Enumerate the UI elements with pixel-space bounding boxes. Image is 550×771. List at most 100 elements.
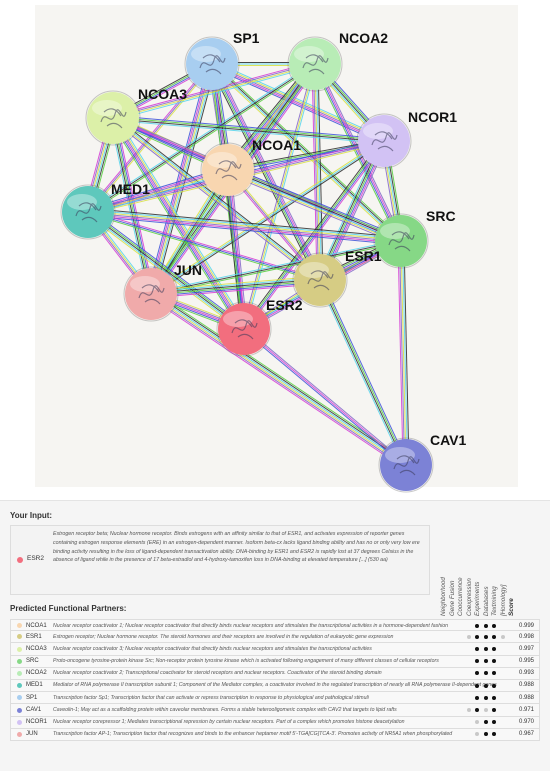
partner-row[interactable]: NCOR1 Nuclear receptor corepressor 1; Me… — [10, 716, 540, 729]
partner-color-dot — [17, 707, 22, 713]
partner-row[interactable]: NCOA2 Nuclear receptor coactivator 2; Tr… — [10, 667, 540, 680]
protein-structure-icon — [199, 54, 226, 75]
evidence-dot — [492, 707, 496, 712]
evidence-dot — [483, 634, 488, 639]
partner-name[interactable]: JUN — [26, 731, 38, 738]
partner-score: 0.988 — [519, 694, 535, 701]
evidence-dot — [492, 623, 496, 628]
partner-row[interactable]: ESR1 Estrogen receptor; Nuclear hormone … — [10, 631, 540, 644]
node-ncoa3[interactable]: NCOA3 — [85, 86, 187, 146]
partner-description: Caveolin-1; May act as a scaffolding pro… — [53, 706, 397, 713]
evidence-dot — [483, 646, 488, 651]
edge-line — [149, 63, 212, 294]
node-highlight — [363, 123, 393, 139]
evidence-header-homology: [Homology] — [499, 584, 507, 616]
evidence-dot — [475, 646, 479, 651]
edge-line — [151, 291, 408, 464]
partner-name[interactable]: NCOA2 — [26, 670, 47, 677]
partner-row[interactable]: SP1 Transcription factor Sp1; Transcript… — [10, 692, 540, 705]
node-highlight — [380, 223, 410, 239]
partner-row[interactable]: NCOA3 Nuclear receptor coactivator 3; Nu… — [10, 643, 540, 656]
protein-structure-icon — [393, 455, 420, 476]
edge-line — [148, 63, 211, 294]
edge-line — [227, 139, 384, 170]
edge-line — [228, 167, 403, 240]
protein-structure-icon — [371, 131, 398, 152]
evidence-dot — [500, 634, 505, 639]
partner-name[interactable]: CAV1 — [26, 706, 42, 713]
evidence-dot — [483, 671, 488, 676]
partner-row[interactable]: CAV1 Caveolin-1; May act as a scaffoldin… — [10, 704, 540, 717]
evidence-header-databases: Databases — [482, 586, 490, 616]
input-protein-card[interactable]: ESR2 Estrogen receptor beta; Nuclear hor… — [10, 525, 430, 595]
partner-name[interactable]: SP1 — [26, 694, 38, 701]
partner-name[interactable]: MED1 — [26, 682, 43, 689]
node-label: MED1 — [111, 181, 150, 197]
partner-row[interactable]: SRC Proto-oncogene tyrosine-protein kina… — [10, 655, 540, 668]
partner-description: Transcription factor AP-1; Transcription… — [53, 731, 453, 738]
edge-line — [150, 275, 320, 291]
node-esr2[interactable]: ESR2 — [216, 297, 303, 357]
partner-row[interactable]: NCOA1 Nuclear receptor coactivator 1; Nu… — [10, 619, 540, 632]
node-sp1[interactable]: SP1 — [184, 30, 260, 92]
edge-line — [400, 240, 407, 466]
node-halo — [378, 437, 434, 493]
node-label: NCOA3 — [138, 86, 187, 102]
partner-name[interactable]: SRC — [26, 658, 39, 665]
edge-line — [210, 66, 383, 145]
edge-line — [228, 168, 402, 241]
edge-line — [151, 283, 321, 299]
edge-line — [318, 280, 406, 466]
partner-score: 0.967 — [519, 731, 535, 738]
input-protein-name[interactable]: ESR2 — [27, 555, 44, 562]
node-jun[interactable]: JUN — [123, 262, 202, 322]
node-label: NCOA1 — [252, 137, 301, 153]
partner-row[interactable]: JUN Transcription factor AP-1; Transcrip… — [10, 728, 540, 741]
edge-line — [312, 64, 400, 243]
partner-color-dot — [17, 731, 22, 737]
edge-line — [208, 65, 318, 282]
partner-name[interactable]: NCOA1 — [26, 622, 47, 629]
node-label: ESR1 — [345, 248, 382, 264]
edge-line — [245, 142, 387, 331]
partner-row[interactable]: MED1 Mediator of RNA polymerase II trans… — [10, 679, 540, 693]
edge-line — [316, 62, 404, 241]
node-cav1[interactable]: CAV1 — [378, 432, 467, 493]
evidence-dot — [475, 720, 479, 725]
node-highlight — [191, 46, 221, 62]
node-halo — [85, 90, 141, 146]
edge-line — [213, 60, 386, 139]
node-halo — [356, 113, 412, 169]
edge-line — [315, 63, 403, 241]
edge-line — [89, 209, 247, 328]
partner-name[interactable]: NCOA3 — [26, 645, 47, 652]
node-src[interactable]: SRC — [373, 208, 456, 269]
edge-line — [151, 280, 321, 296]
node-halo — [200, 142, 256, 198]
edge-line — [226, 170, 244, 330]
evidence-header-neighborhood: Neighborhood — [440, 577, 447, 616]
partner-name[interactable]: ESR1 — [26, 633, 42, 640]
edge-line — [226, 171, 401, 244]
protein-structure-icon — [75, 202, 102, 223]
partner-name[interactable]: NCOR1 — [26, 719, 48, 725]
evidence-dot — [475, 671, 479, 676]
edge-line — [151, 281, 321, 297]
node-ncor1[interactable]: NCOR1 — [356, 109, 457, 169]
evidence-dot — [492, 634, 496, 639]
node-med1[interactable]: MED1 — [60, 181, 150, 240]
node-label: SP1 — [233, 30, 260, 46]
edge-line — [212, 62, 385, 141]
node-ncoa1[interactable]: NCOA1 — [200, 137, 301, 198]
evidence-dot — [475, 623, 479, 628]
partner-color-dot — [17, 623, 22, 629]
node-ncoa2[interactable]: NCOA2 — [287, 30, 388, 92]
node-esr1[interactable]: ESR1 — [292, 248, 382, 308]
partner-color-dot — [17, 695, 22, 701]
partner-score: 0.995 — [519, 658, 535, 665]
edge-line — [88, 210, 246, 329]
edge-line — [113, 117, 321, 280]
edge-line — [88, 210, 402, 241]
evidence-dot — [492, 671, 496, 676]
